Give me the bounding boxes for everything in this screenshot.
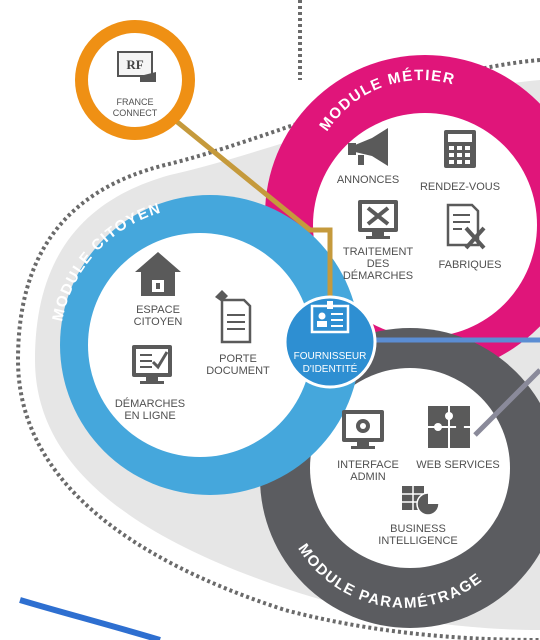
france-connect-connector (163, 110, 333, 320)
puzzle-icon (428, 406, 470, 448)
traitement-line2: DES (367, 258, 390, 270)
item-demarches-en-ligne: DÉMARCHES EN LIGNE (115, 345, 185, 422)
espace-citoyen-line2: CITOYEN (134, 316, 183, 328)
france-connect-line1: FRANCE (116, 97, 153, 107)
calculator-icon (444, 130, 476, 168)
identity-line1: FOURNISSEUR (294, 351, 367, 362)
traitement-line3: DÉMARCHES (343, 269, 413, 282)
business-intelligence-line2: INTELLIGENCE (378, 535, 457, 547)
item-interface-admin: INTERFACE ADMIN (337, 410, 399, 483)
interface-admin-line2: ADMIN (350, 471, 386, 483)
id-card-icon (310, 301, 350, 334)
document-icon (215, 290, 252, 344)
checklist-monitor-icon (132, 345, 172, 384)
demarches-line1: DÉMARCHES (115, 397, 185, 410)
item-porte-document: PORTE DOCUMENT (206, 290, 270, 377)
web-services-label: WEB SERVICES (416, 459, 500, 471)
module-citoyen: MODULE CITOYEN (49, 195, 360, 495)
house-icon (135, 252, 181, 296)
france-connect-line2: CONNECT (113, 108, 158, 118)
interface-admin-line1: INTERFACE (337, 459, 399, 471)
item-business-intelligence: BUSINESS INTELLIGENCE (378, 486, 458, 547)
item-web-services: WEB SERVICES (416, 406, 500, 471)
porte-document-line2: DOCUMENT (206, 365, 270, 377)
annonces-label: ANNONCES (337, 174, 399, 186)
rendez-vous-label: RENDEZ-VOUS (420, 181, 500, 193)
espace-citoyen-line1: ESPACE (136, 304, 180, 316)
france-connect: RF FRANCE CONNECT (75, 20, 195, 140)
bottom-accent-line (19, 597, 161, 640)
item-annonces: ANNONCES (337, 128, 399, 186)
megaphone-icon (348, 128, 388, 166)
item-rendez-vous: RENDEZ-VOUS (420, 130, 500, 193)
document-tools-icon (446, 203, 486, 250)
tools-monitor-icon (358, 200, 398, 239)
france-connect-logo: RF (126, 57, 143, 72)
gear-monitor-icon (342, 410, 384, 449)
chart-table-icon (402, 486, 440, 516)
identity-line2: D'IDENTITÉ (303, 362, 358, 375)
business-intelligence-line1: BUSINESS (390, 523, 446, 535)
fabriques-label: FABRIQUES (439, 259, 502, 271)
item-traitement: TRAITEMENT DES DÉMARCHES (343, 200, 414, 282)
hand-card-icon: RF (117, 51, 156, 82)
porte-document-line1: PORTE (219, 353, 257, 365)
item-espace-citoyen: ESPACE CITOYEN (134, 252, 183, 328)
item-fabriques: FABRIQUES (439, 203, 502, 271)
identity-provider: FOURNISSEUR D'IDENTITÉ (283, 295, 377, 389)
traitement-line1: TRAITEMENT (343, 246, 414, 258)
demarches-line2: EN LIGNE (124, 410, 175, 422)
webservices-connector (473, 368, 540, 437)
